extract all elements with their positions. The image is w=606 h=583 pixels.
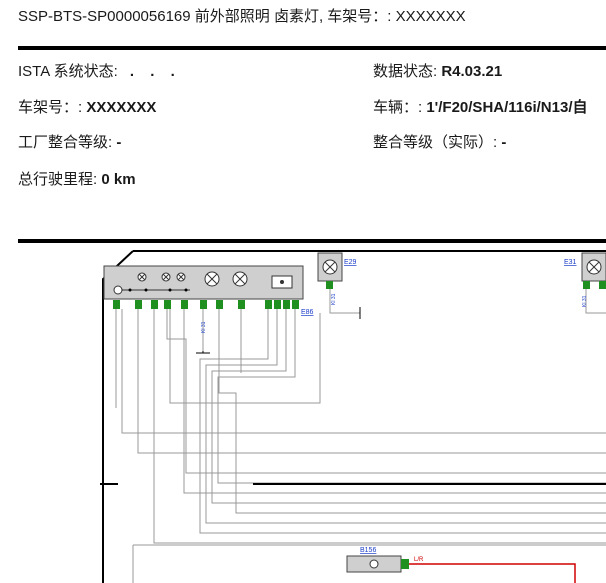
actual-level-value: - — [501, 134, 507, 151]
vehicle-label: 车辆：: — [373, 99, 423, 116]
vin-row: 车架号：: XXXXXXX — [18, 96, 156, 117]
connector-pins — [113, 300, 299, 309]
label-wire: L/R — [414, 557, 424, 563]
header-divider — [18, 46, 606, 50]
vin-label: 车架号：: — [18, 99, 83, 116]
component-e29 — [317, 252, 343, 282]
label-kl31-a: Kl 31 — [201, 321, 207, 333]
wire-harness — [115, 309, 606, 583]
sensor-icon — [369, 559, 379, 569]
ista-status: ISTA 系统状态: . . . — [18, 60, 181, 81]
mileage-row: 总行驶里程: 0 km — [18, 168, 136, 189]
label-e31: E31 — [564, 259, 577, 266]
section-divider — [18, 239, 606, 243]
vehicle-row: 车辆：: 1'/F20/SHA/116i/N13/自 — [373, 96, 588, 117]
connector-block — [103, 265, 304, 300]
ista-status-label: ISTA 系统状态: — [18, 63, 118, 80]
factory-level-label: 工厂整合等级: — [18, 134, 113, 151]
wiring-diagram[interactable]: E86 Kl 31 E29 Kl 31 E31 Kl 31 B156 L/R — [0, 243, 606, 583]
label-kl31-b: Kl 31 — [331, 293, 337, 305]
lamp-icon — [113, 271, 248, 295]
label-kl31-c: Kl 31 — [582, 295, 588, 307]
mileage-value: 0 km — [101, 171, 136, 188]
page-title: SSP-BTS-SP0000056169 前外部照明 卤素灯, 车架号：: XX… — [18, 8, 466, 25]
label-b156: B156 — [360, 547, 376, 554]
red-wire — [409, 563, 576, 583]
factory-level-value: - — [116, 134, 122, 151]
data-status-label: 数据状态: — [373, 63, 438, 80]
actual-level-label: 整合等级（实际）: — [373, 134, 498, 151]
data-status-value: R4.03.21 — [441, 63, 503, 80]
frame-left — [102, 250, 134, 583]
ista-status-value: . . . — [129, 63, 181, 80]
data-status: 数据状态: R4.03.21 — [373, 60, 502, 81]
vin-value: XXXXXXX — [86, 99, 157, 116]
actual-level-row: 整合等级（实际）: - — [373, 131, 506, 152]
mileage-label: 总行驶里程: — [18, 171, 98, 188]
vehicle-value: 1'/F20/SHA/116i/N13/自 — [426, 99, 588, 116]
label-e86: E86 — [301, 309, 314, 316]
factory-level-row: 工厂整合等级: - — [18, 131, 121, 152]
label-e29: E29 — [344, 259, 357, 266]
